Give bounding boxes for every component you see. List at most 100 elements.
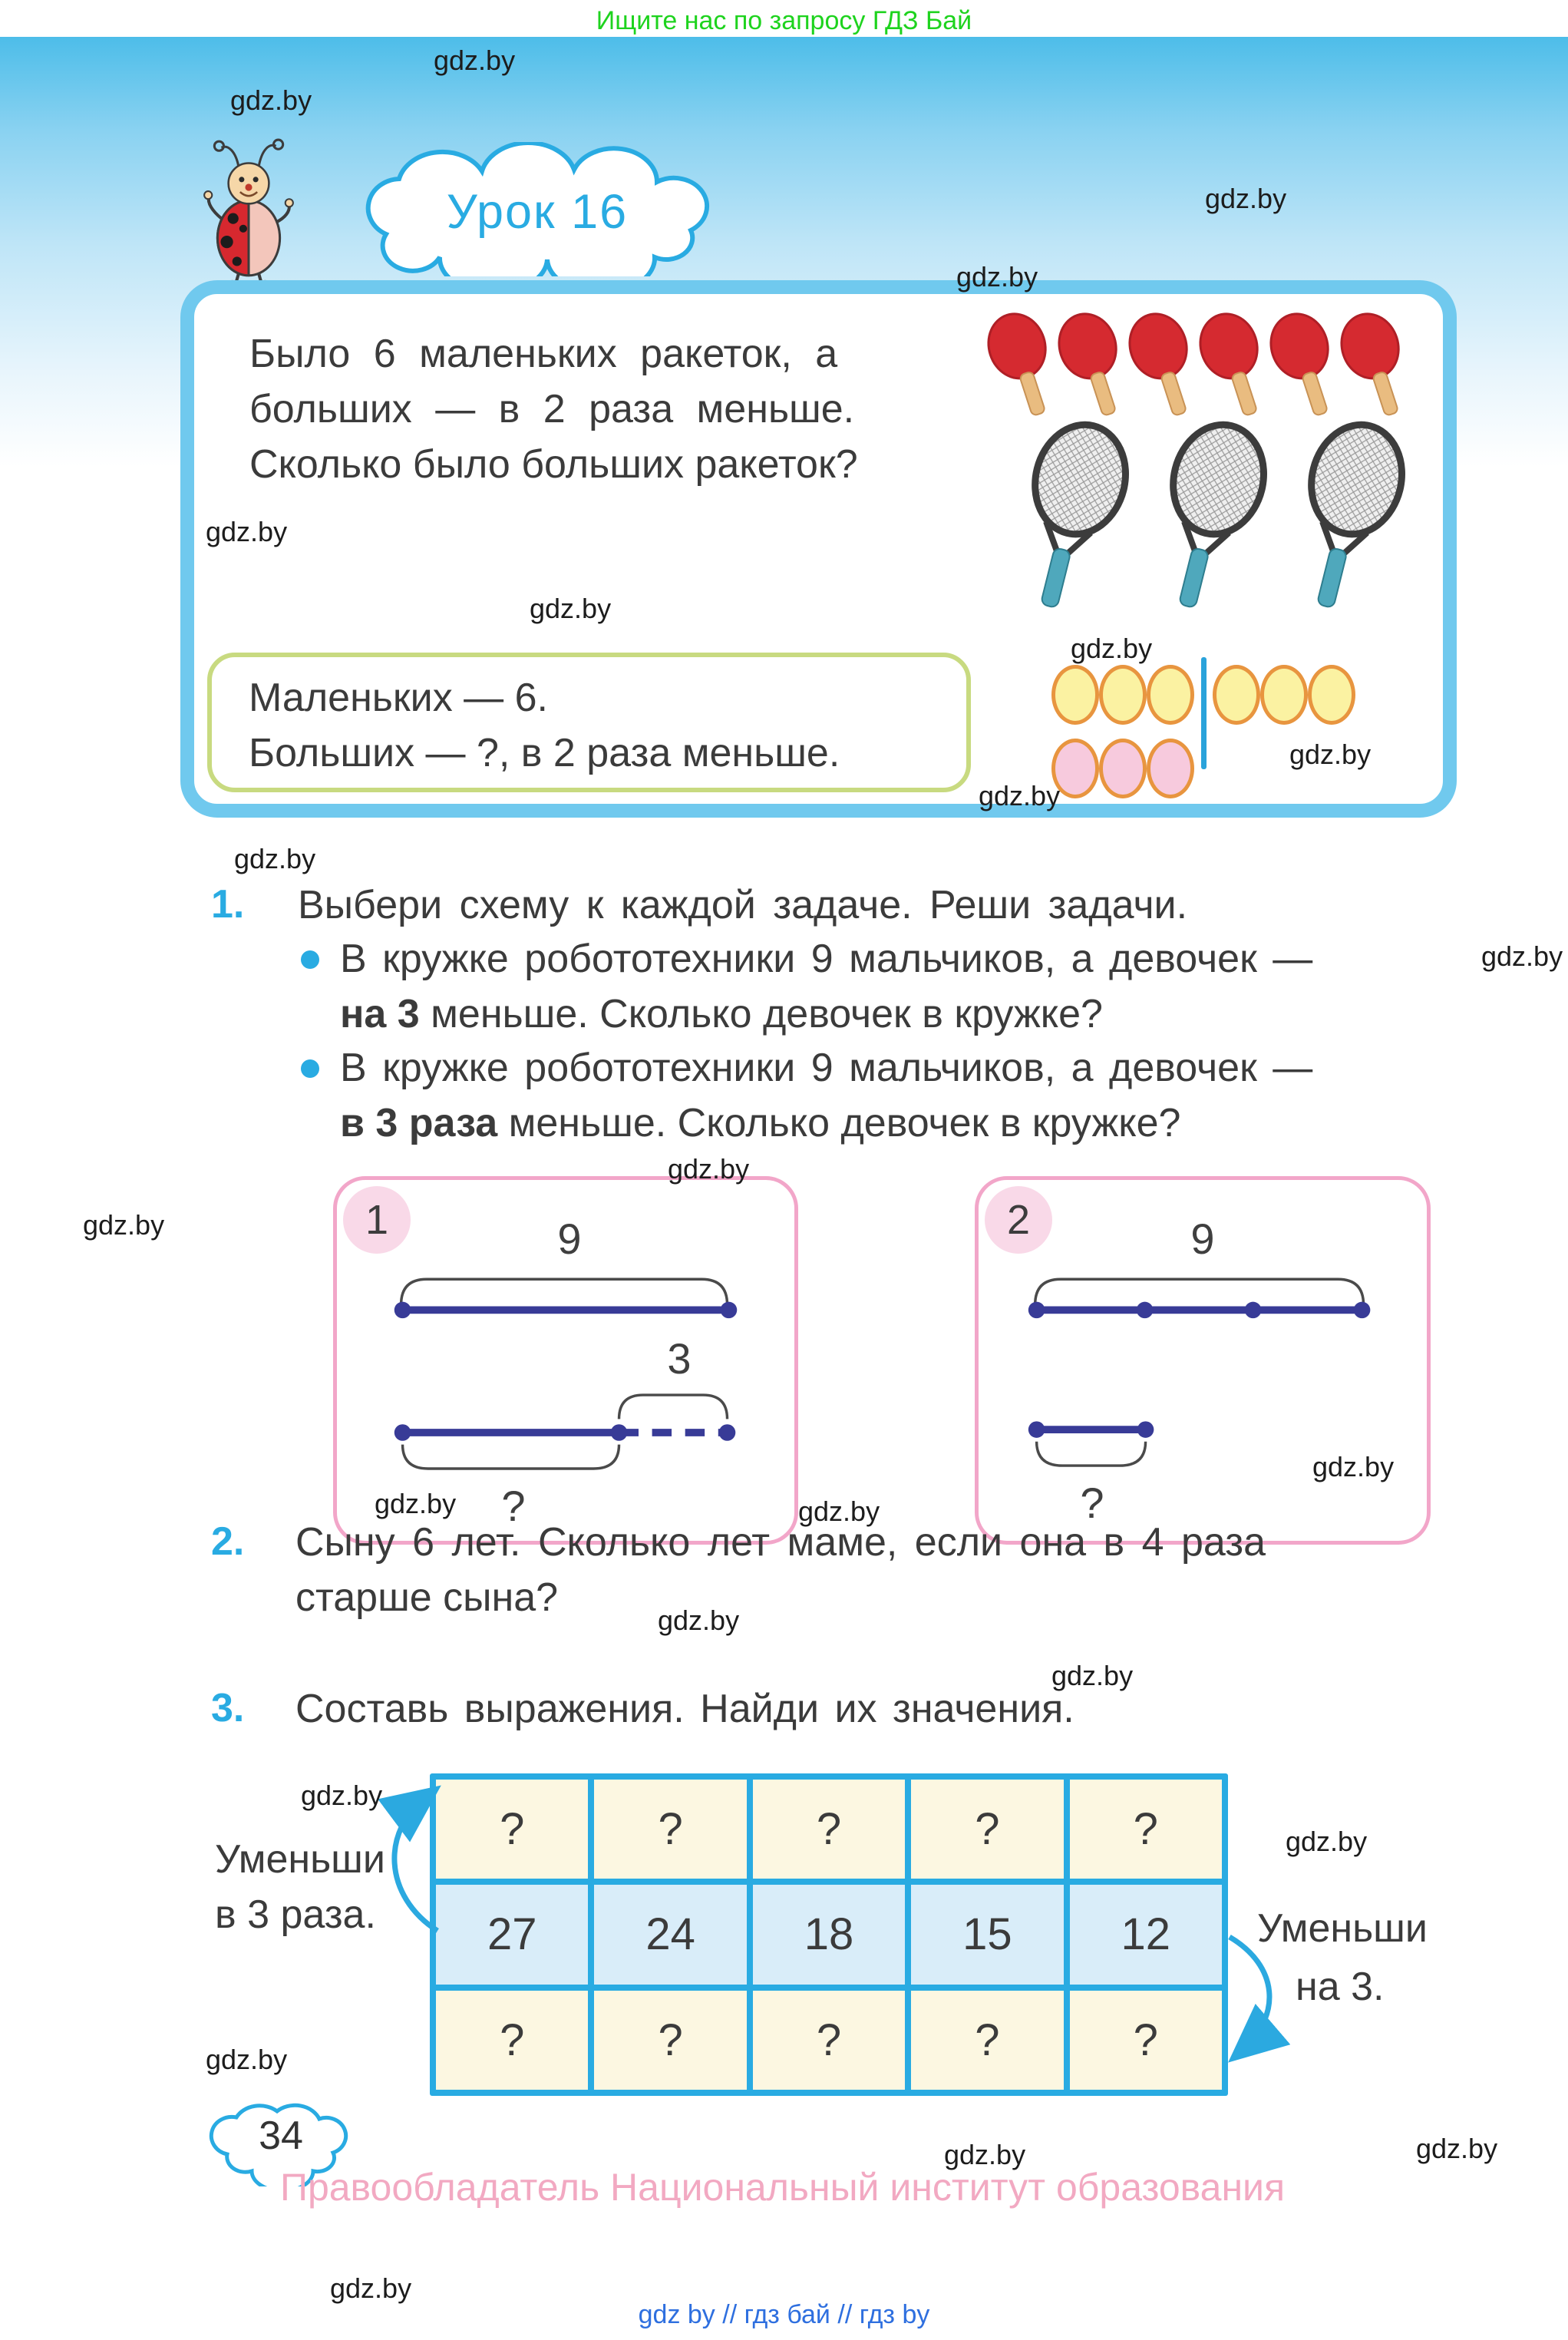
task1-number: 1.	[211, 882, 245, 927]
page-number-cloud	[209, 2103, 348, 2186]
table-cell: ?	[436, 1780, 589, 1879]
table-cell: ?	[436, 1990, 589, 2090]
yellow-circle	[1213, 665, 1260, 725]
pink-circle	[1147, 739, 1194, 798]
task1-bullet2-line2: в 3 раза меньше. Сколько девочек в кружк…	[340, 1099, 1180, 1147]
gdz-watermark: gdz.by	[944, 2139, 1026, 2170]
gdz-watermark: gdz.by	[230, 84, 312, 116]
scheme-2-diagram	[1028, 1277, 1371, 1467]
bullet-icon	[301, 950, 319, 969]
task1-title: Выбери схему к каждой задаче. Реши задач…	[298, 883, 1188, 927]
gdz-watermark: gdz.by	[375, 1488, 457, 1519]
task3-left-label-2: в 3 раза.	[215, 1892, 376, 1937]
table-cell: 18	[752, 1885, 906, 1985]
table-cell: ?	[594, 1780, 747, 1879]
task1-bullet2-line1: В кружке робототехники 9 мальчиков, а де…	[340, 1046, 1313, 1090]
ladybug-mascot	[203, 138, 294, 289]
intro-line-2: больших — в 2 раза меньше.	[249, 387, 855, 431]
scheme-1-badge: 1	[343, 1186, 411, 1254]
gdz-watermark: gdz.by	[330, 2272, 412, 2304]
table-cell: 24	[594, 1885, 747, 1985]
copyright-text: Правообладатель Национальный институт об…	[280, 2166, 1286, 2209]
scheme-1-diff: 3	[667, 1334, 692, 1383]
summary-line-2: Больших — ?, в 2 раза меньше.	[249, 731, 840, 775]
scheme-2-unknown: ?	[1080, 1479, 1104, 1527]
circle-divider	[1201, 657, 1207, 769]
gdz-watermark: gdz.by	[234, 843, 316, 874]
summary-box	[207, 653, 971, 792]
table-cell: ?	[752, 1990, 906, 2090]
task3-left-label-1: Уменьши	[215, 1837, 385, 1882]
task1-bullet1-line2: на 3 меньше. Сколько девочек в кружке?	[340, 990, 1103, 1038]
table-cell: 27	[436, 1885, 589, 1985]
decrease-by-times-arrow	[378, 1785, 441, 1933]
gdz-watermark: gdz.by	[1416, 2133, 1498, 2164]
yellow-circle	[1308, 665, 1355, 725]
tennis-racket-icon	[1308, 421, 1405, 608]
gdz-watermark: gdz.by	[434, 45, 516, 76]
yellow-circle	[1147, 665, 1194, 725]
scheme-1-unknown: ?	[501, 1482, 526, 1530]
gdz-watermark: gdz.by	[798, 1496, 880, 1527]
scheme-1: 1 9 3 ?	[333, 1176, 798, 1545]
gdz-watermark: gdz.by	[1205, 183, 1287, 214]
footer-links[interactable]: gdz by // гдз бай // гдз by	[638, 2300, 930, 2329]
task2-number: 2.	[211, 1519, 245, 1564]
gdz-watermark: gdz.by	[206, 2044, 288, 2075]
summary-line-1: Маленьких — 6.	[249, 676, 548, 720]
decrease-by-amount-arrow	[1228, 1934, 1291, 2063]
gdz-watermark: gdz.by	[83, 1209, 165, 1241]
gdz-watermark: gdz.by	[668, 1153, 750, 1185]
tennis-racket-icon	[1032, 421, 1129, 608]
pink-circle	[1051, 739, 1099, 798]
task1-bullet2-rest: меньше. Сколько девочек в кружке?	[497, 1101, 1181, 1145]
tennis-racket-icon	[1170, 421, 1267, 608]
pink-circle	[1099, 739, 1147, 798]
intro-line-3: Сколько было больших ракеток?	[249, 442, 858, 487]
task1-bullet1-line1: В кружке робототехники 9 мальчиков, а де…	[340, 937, 1313, 981]
table-cell: ?	[594, 1990, 747, 2090]
gdz-watermark: gdz.by	[206, 516, 288, 547]
gdz-watermark: gdz.by	[979, 780, 1061, 811]
task1-bullet2-bold: в 3 раза	[340, 1101, 498, 1145]
task2-line1: Сыну 6 лет. Сколько лет маме, если она в…	[295, 1520, 1266, 1565]
task1-bullet1-bold: на 3	[340, 992, 420, 1036]
task3-title: Составь выражения. Найди их значения.	[295, 1687, 1074, 1731]
scheme-2-badge: 2	[985, 1186, 1052, 1254]
scheme-2: 2 9 ?	[975, 1176, 1431, 1545]
task3-table: ? ? ? ? ? 27 24 18 15 12 ? ? ? ? ?	[430, 1773, 1228, 2096]
gdz-watermark: gdz.by	[301, 1780, 383, 1811]
task3-right-label-2: на 3.	[1296, 1965, 1385, 2009]
task2-line2: старше сына?	[295, 1575, 559, 1620]
scheme-2-total: 9	[1190, 1215, 1215, 1263]
yellow-circle	[1260, 665, 1308, 725]
task3-number: 3.	[211, 1686, 245, 1730]
gdz-watermark: gdz.by	[1481, 940, 1563, 972]
gdz-watermark: gdz.by	[658, 1605, 740, 1636]
gdz-watermark: gdz.by	[1286, 1826, 1368, 1857]
scheme-1-total: 9	[557, 1215, 582, 1263]
gdz-watermark: gdz.by	[956, 261, 1038, 292]
lesson-cloud	[365, 142, 710, 276]
table-cell: ?	[752, 1780, 906, 1879]
task1-bullet1-rest: меньше. Сколько девочек в кружке?	[419, 992, 1103, 1036]
top-banner: Ищите нас по запросу ГДЗ Бай	[596, 6, 972, 35]
gdz-watermark: gdz.by	[1071, 633, 1153, 664]
bullet-icon	[301, 1059, 319, 1078]
table-cell: ?	[911, 1780, 1064, 1879]
page-number: 34	[259, 2114, 303, 2158]
yellow-circle	[1099, 665, 1147, 725]
table-cell: ?	[1069, 1990, 1222, 2090]
gdz-watermark: gdz.by	[1051, 1660, 1134, 1691]
scheme-1-diagram	[394, 1277, 738, 1470]
gdz-watermark: gdz.by	[530, 593, 612, 624]
intro-line-1: Было 6 маленьких ракеток, а	[249, 332, 838, 376]
lesson-title: Урок 16	[446, 185, 629, 239]
gdz-watermark: gdz.by	[1312, 1451, 1395, 1482]
table-cell: ?	[911, 1990, 1064, 2090]
table-cell: 15	[911, 1885, 1064, 1985]
gdz-watermark: gdz.by	[1289, 739, 1372, 770]
task3-right-label-1: Уменьши	[1257, 1906, 1428, 1951]
table-cell: 12	[1069, 1885, 1222, 1985]
yellow-circle	[1051, 665, 1099, 725]
